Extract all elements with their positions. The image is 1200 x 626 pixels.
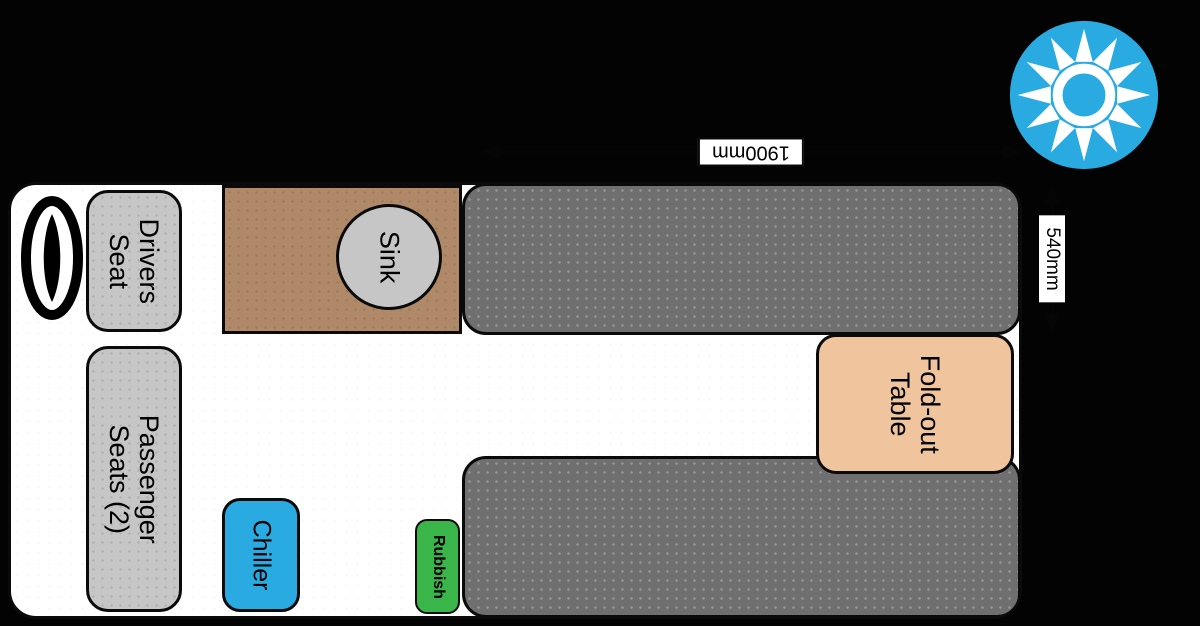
sink-label: Sink — [374, 230, 405, 284]
rubbish-label: Rubbish — [429, 534, 447, 599]
width-dimension-label: 540mm — [1039, 215, 1065, 303]
arrowhead-right-icon — [1002, 144, 1022, 160]
bench-top — [462, 183, 1021, 335]
drivers-seat-label: Drivers Seat — [104, 218, 165, 304]
sun-disc — [1009, 20, 1159, 170]
passenger-seats-label: Passenger Seats (2) — [104, 414, 165, 544]
steering-wheel-hub — [43, 214, 61, 302]
length-dimension: 1900mm — [480, 136, 1022, 170]
chiller-label: Chiller — [246, 519, 275, 591]
chiller: Chiller — [222, 498, 300, 612]
width-dimension: 540mm — [1034, 184, 1070, 334]
sink: Sink — [336, 204, 442, 310]
sun-icon — [1009, 20, 1159, 170]
arrowhead-up-icon — [1044, 184, 1060, 204]
sun-ring — [1052, 63, 1116, 127]
arrowhead-left-icon — [480, 144, 500, 160]
sun-rays — [1017, 28, 1151, 162]
length-dimension-label: 1900mm — [698, 137, 804, 167]
arrowhead-down-icon — [1044, 314, 1060, 334]
drivers-seat: Drivers Seat — [86, 190, 182, 332]
rubbish-bin: Rubbish — [415, 519, 460, 614]
steering-wheel-icon — [21, 196, 83, 320]
fold-out-table-label: Fold-out Table — [885, 354, 946, 454]
passenger-seats: Passenger Seats (2) — [86, 346, 182, 612]
bench-bottom — [462, 456, 1021, 618]
fold-out-table: Fold-out Table — [816, 334, 1014, 474]
